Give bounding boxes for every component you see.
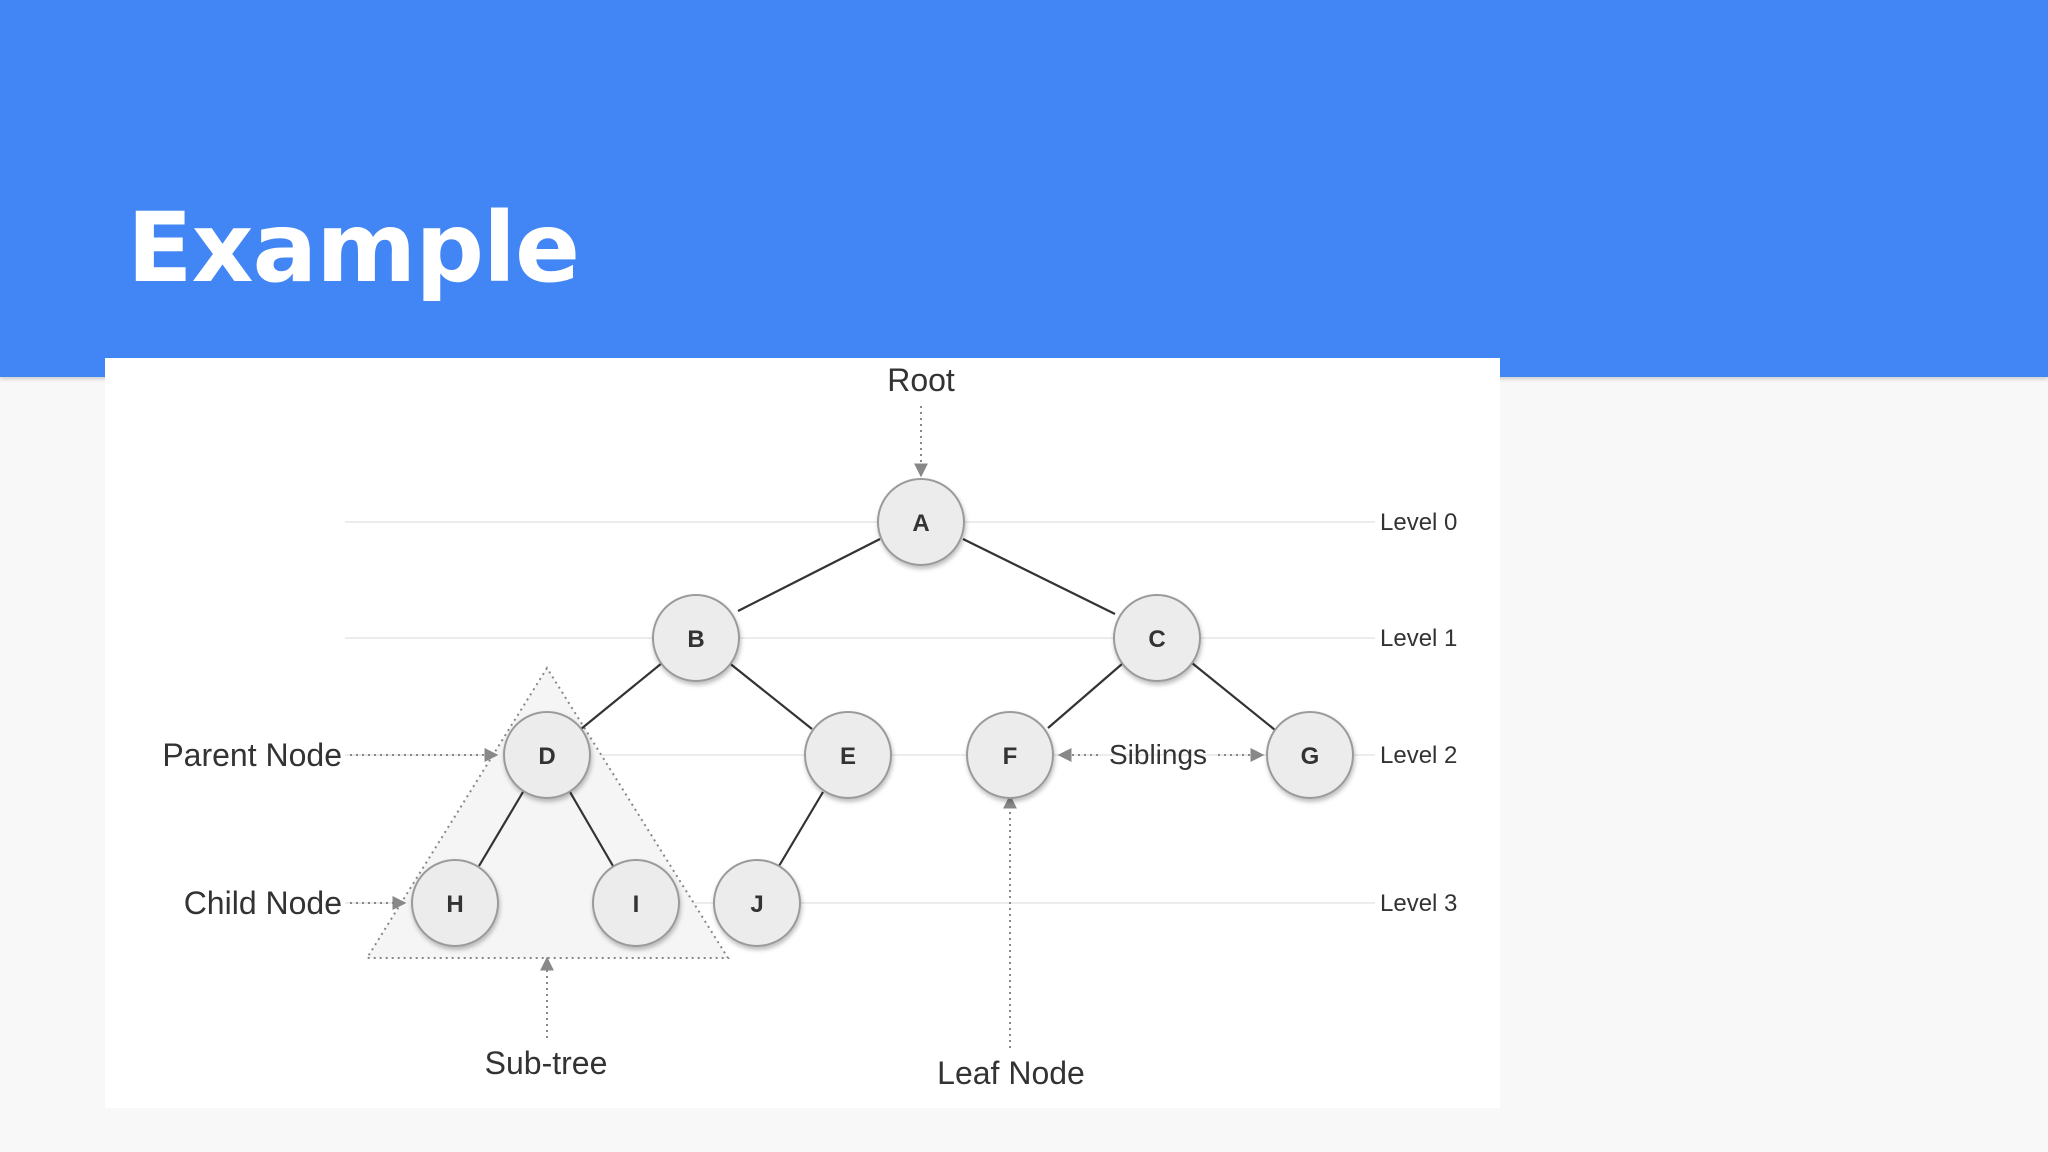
node-d: D <box>503 711 591 799</box>
node-e: E <box>804 711 892 799</box>
node-i: I <box>592 859 680 947</box>
root-label: Root <box>887 362 955 398</box>
edge-c-g <box>1191 662 1276 731</box>
parent-node-label: Parent Node <box>162 737 342 773</box>
edge-b-d <box>580 662 663 730</box>
tree-diagram: A B C D E F G H I J Root Parent Node Chi… <box>105 358 1500 1108</box>
edge-c-f <box>1047 663 1123 729</box>
tree-diagram-svg: A B C D E F G H I J Root Parent Node Chi… <box>162 362 1457 1091</box>
level-3-label: Level 3 <box>1380 890 1457 917</box>
node-label: H <box>446 891 463 918</box>
node-label: D <box>538 743 555 770</box>
node-label: E <box>840 743 856 770</box>
edge-a-b <box>737 538 881 612</box>
node-label: C <box>1148 626 1165 653</box>
edge-d-h <box>478 791 524 867</box>
node-j: J <box>713 859 801 947</box>
node-label: I <box>633 891 640 918</box>
node-b: B <box>652 594 740 682</box>
edge-e-j <box>778 791 824 867</box>
sub-tree-label: Sub-tree <box>485 1045 608 1081</box>
level-0-label: Level 0 <box>1380 509 1457 536</box>
child-node-label: Child Node <box>184 885 342 921</box>
edge-d-i <box>569 791 614 867</box>
node-label: J <box>750 891 763 918</box>
siblings-label: Siblings <box>1109 739 1207 770</box>
slide-title: Example <box>127 192 580 304</box>
node-a: A <box>877 478 965 566</box>
edge-a-c <box>962 538 1116 615</box>
title-bar: Example <box>0 0 2048 377</box>
edge-b-e <box>727 661 813 730</box>
node-f: F <box>966 711 1054 799</box>
node-g: G <box>1266 711 1354 799</box>
node-label: A <box>912 510 929 537</box>
node-label: B <box>687 626 704 653</box>
level-2-label: Level 2 <box>1380 742 1457 769</box>
node-label: F <box>1003 743 1018 770</box>
node-label: G <box>1301 743 1320 770</box>
node-c: C <box>1113 594 1201 682</box>
node-h: H <box>411 859 499 947</box>
level-1-label: Level 1 <box>1380 625 1457 652</box>
leaf-node-label: Leaf Node <box>937 1055 1085 1091</box>
